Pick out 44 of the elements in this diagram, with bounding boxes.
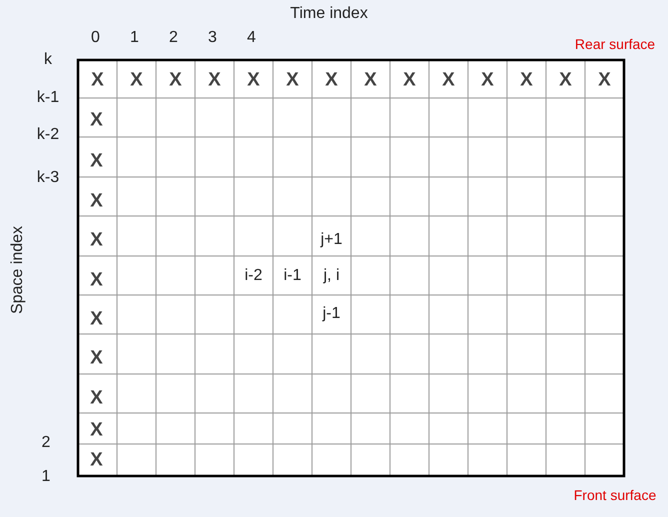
x-mark: X [208,70,221,90]
x-mark: X [520,70,533,90]
tick-label: 4 [247,30,256,46]
tick-label: 2 [169,30,178,46]
axis-title: Time index [290,6,368,22]
tick-label: k [44,52,52,68]
x-mark: X [90,270,103,289]
cell-label: j+1 [320,232,342,248]
x-mark: X [286,70,299,90]
tick-label: k-1 [36,90,60,106]
x-mark: X [364,70,377,90]
cell-label: j-1 [322,306,340,322]
x-mark: X [90,191,103,210]
x-mark: X [90,420,103,439]
x-mark: X [90,230,103,250]
x-mark: X [598,70,611,90]
x-mark: X [403,70,416,90]
tick-label: 2 [42,435,50,451]
x-mark: X [169,70,182,90]
x-mark: X [90,348,103,368]
x-mark: X [90,152,103,170]
tick-label: 1 [130,30,139,46]
tick-label: 0 [91,30,100,46]
surface-label: Front surface [574,488,656,502]
cell-label: i-1 [284,268,302,284]
tick-label: 1 [42,469,50,485]
x-mark: X [90,388,103,407]
cell-label: i-2 [244,268,262,284]
x-mark: X [442,70,455,90]
x-mark: X [91,70,104,90]
axis-title: Space index [10,226,26,314]
x-mark: X [481,70,494,90]
x-mark: X [559,70,572,90]
tick-label: k-2 [36,127,60,143]
tick-label: 3 [208,30,217,46]
tick-label: k-3 [36,170,60,186]
x-mark: X [90,110,103,129]
surface-label: Rear surface [574,37,656,51]
x-mark: X [325,70,338,90]
x-mark: X [90,309,103,328]
cell-label: j, i [324,268,340,284]
x-mark: X [90,450,103,470]
x-mark: X [247,70,260,90]
x-mark: X [130,70,143,90]
